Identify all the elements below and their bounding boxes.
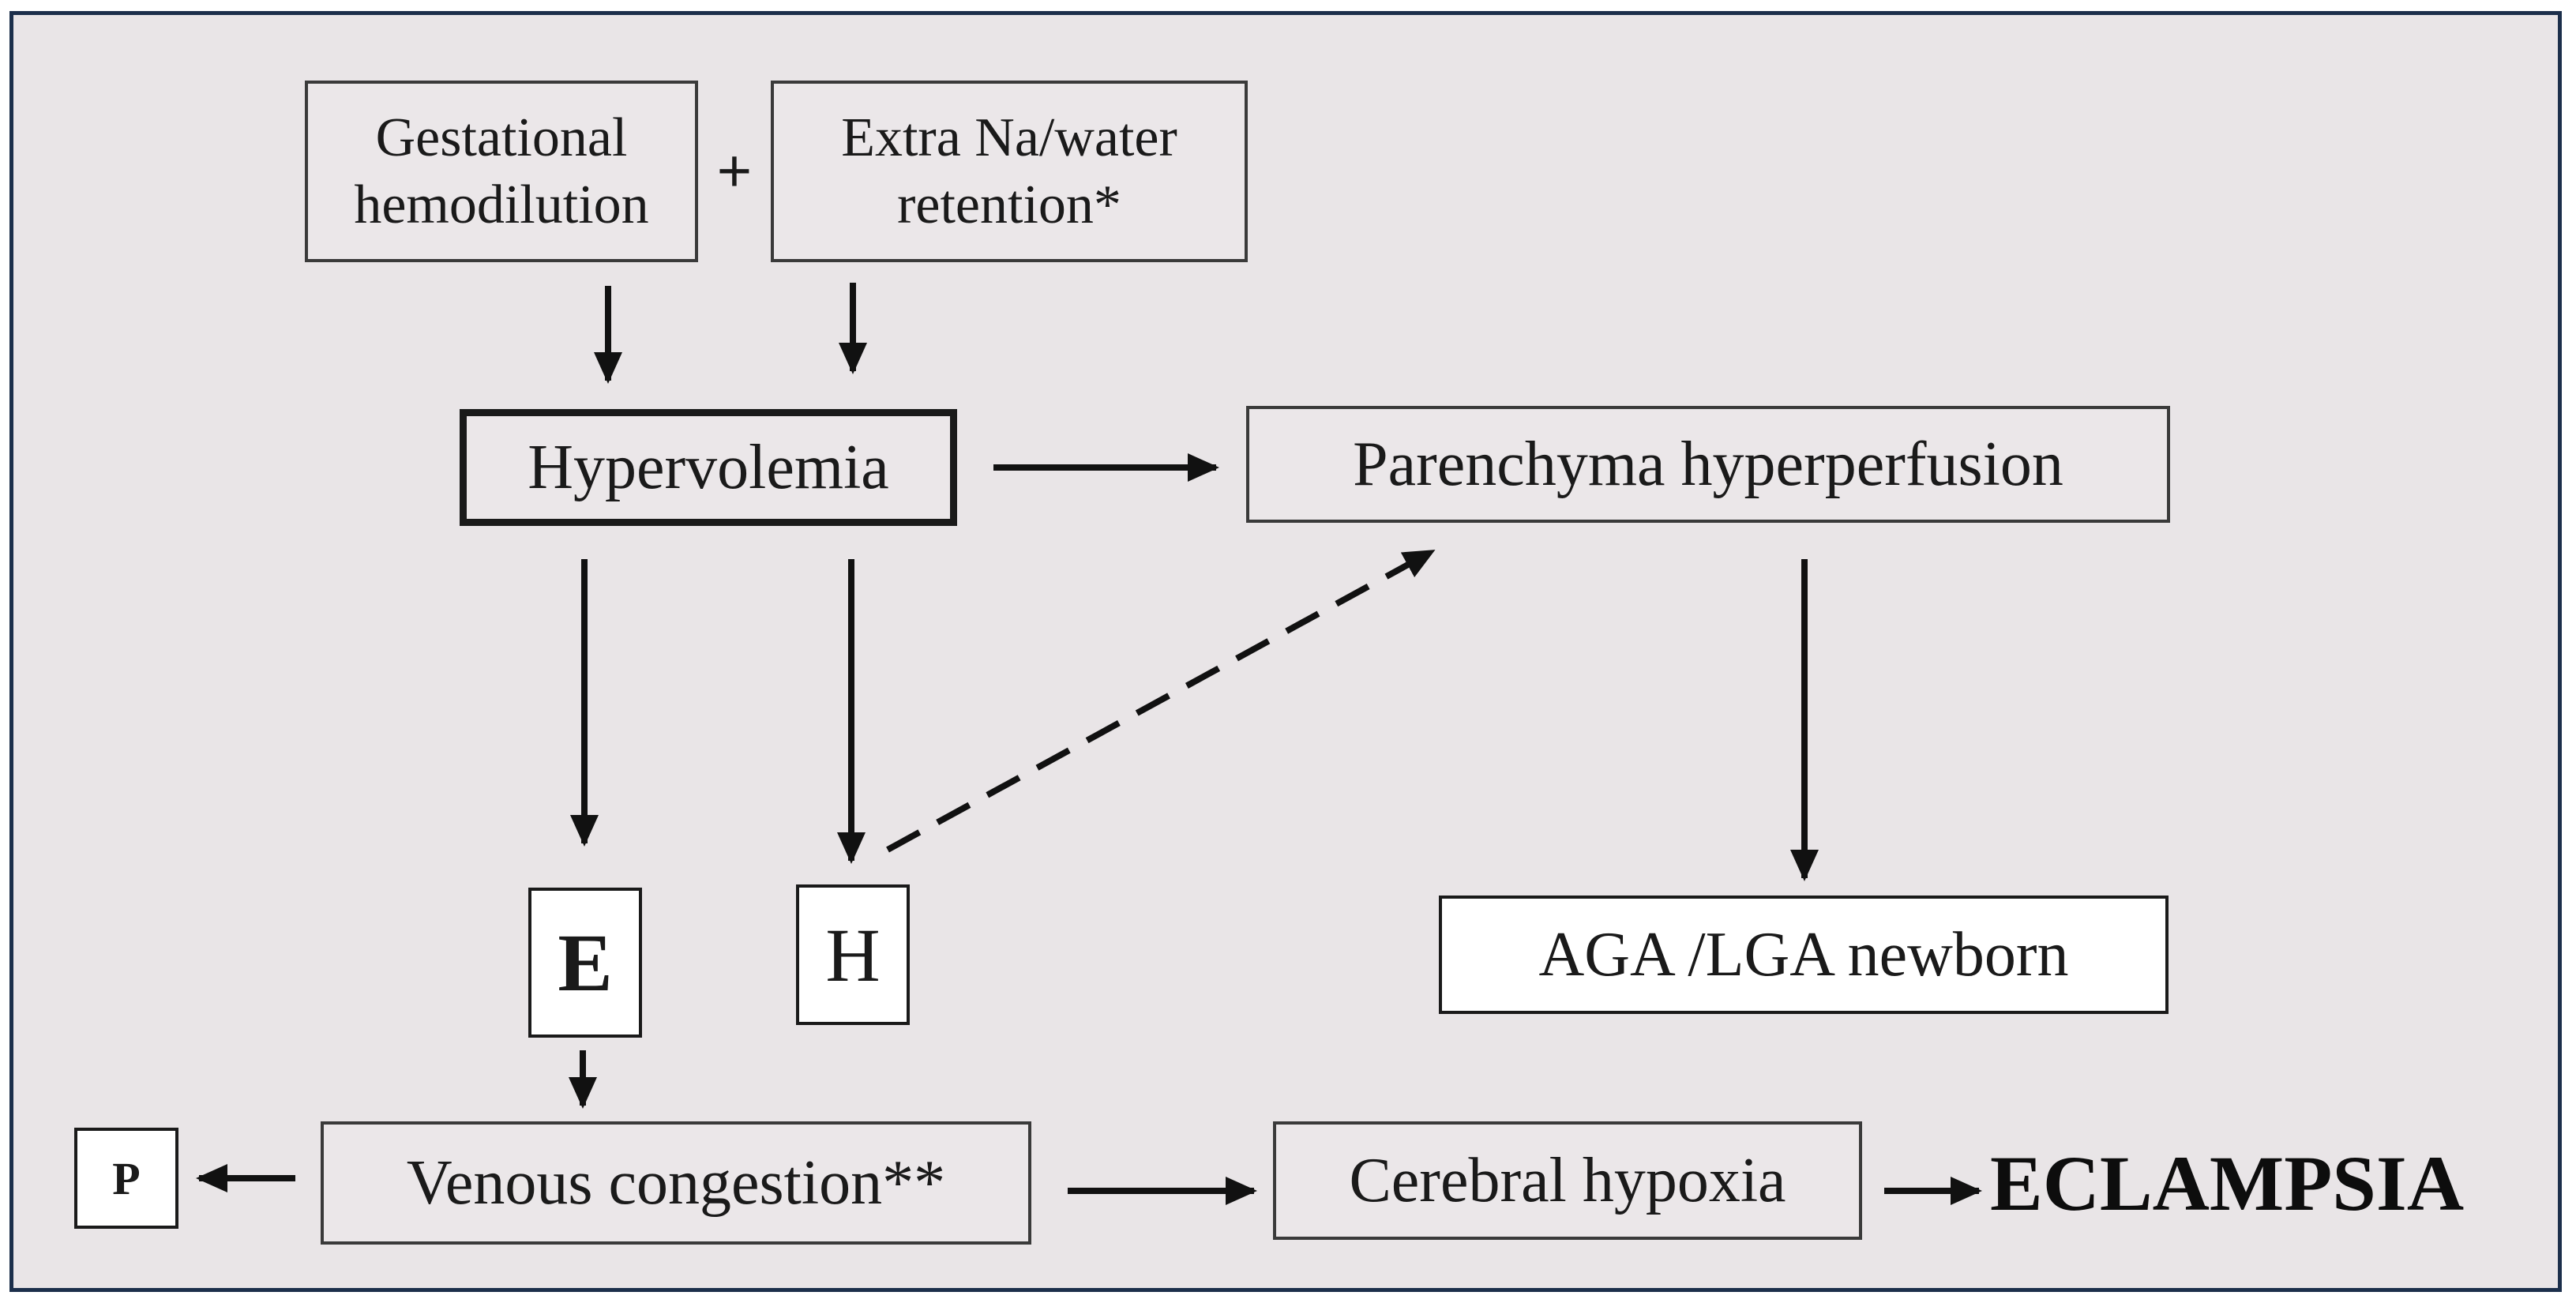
gestational-hemodilution-line1: Gestational [375,107,628,168]
extra-na-water-retention-box: Extra Na/water retention* [771,81,1248,262]
eclampsia-label: ECLAMPSIA [1990,1140,2465,1227]
extra-na-water-retention-line1: Extra Na/water [841,107,1177,168]
aga-lga-newborn-box: AGA /LGA newborn [1439,896,2169,1014]
gestational-hemodilution-line2: hemodilution [354,175,649,235]
parenchyma-hyperperfusion-box: Parenchyma hyperperfusion [1246,406,2170,523]
cerebral-hypoxia-box: Cerebral hypoxia [1273,1121,1862,1240]
gestational-hemodilution-box: Gestational hemodilution [305,81,698,262]
plus-sign: + [716,137,753,205]
e-box: E [528,888,642,1038]
extra-na-water-retention-line2: retention* [897,175,1121,235]
hypervolemia-box: Hypervolemia [460,409,957,526]
venous-congestion-box: Venous congestion** [321,1121,1031,1245]
h-box: H [796,884,910,1025]
p-box: P [74,1128,178,1229]
